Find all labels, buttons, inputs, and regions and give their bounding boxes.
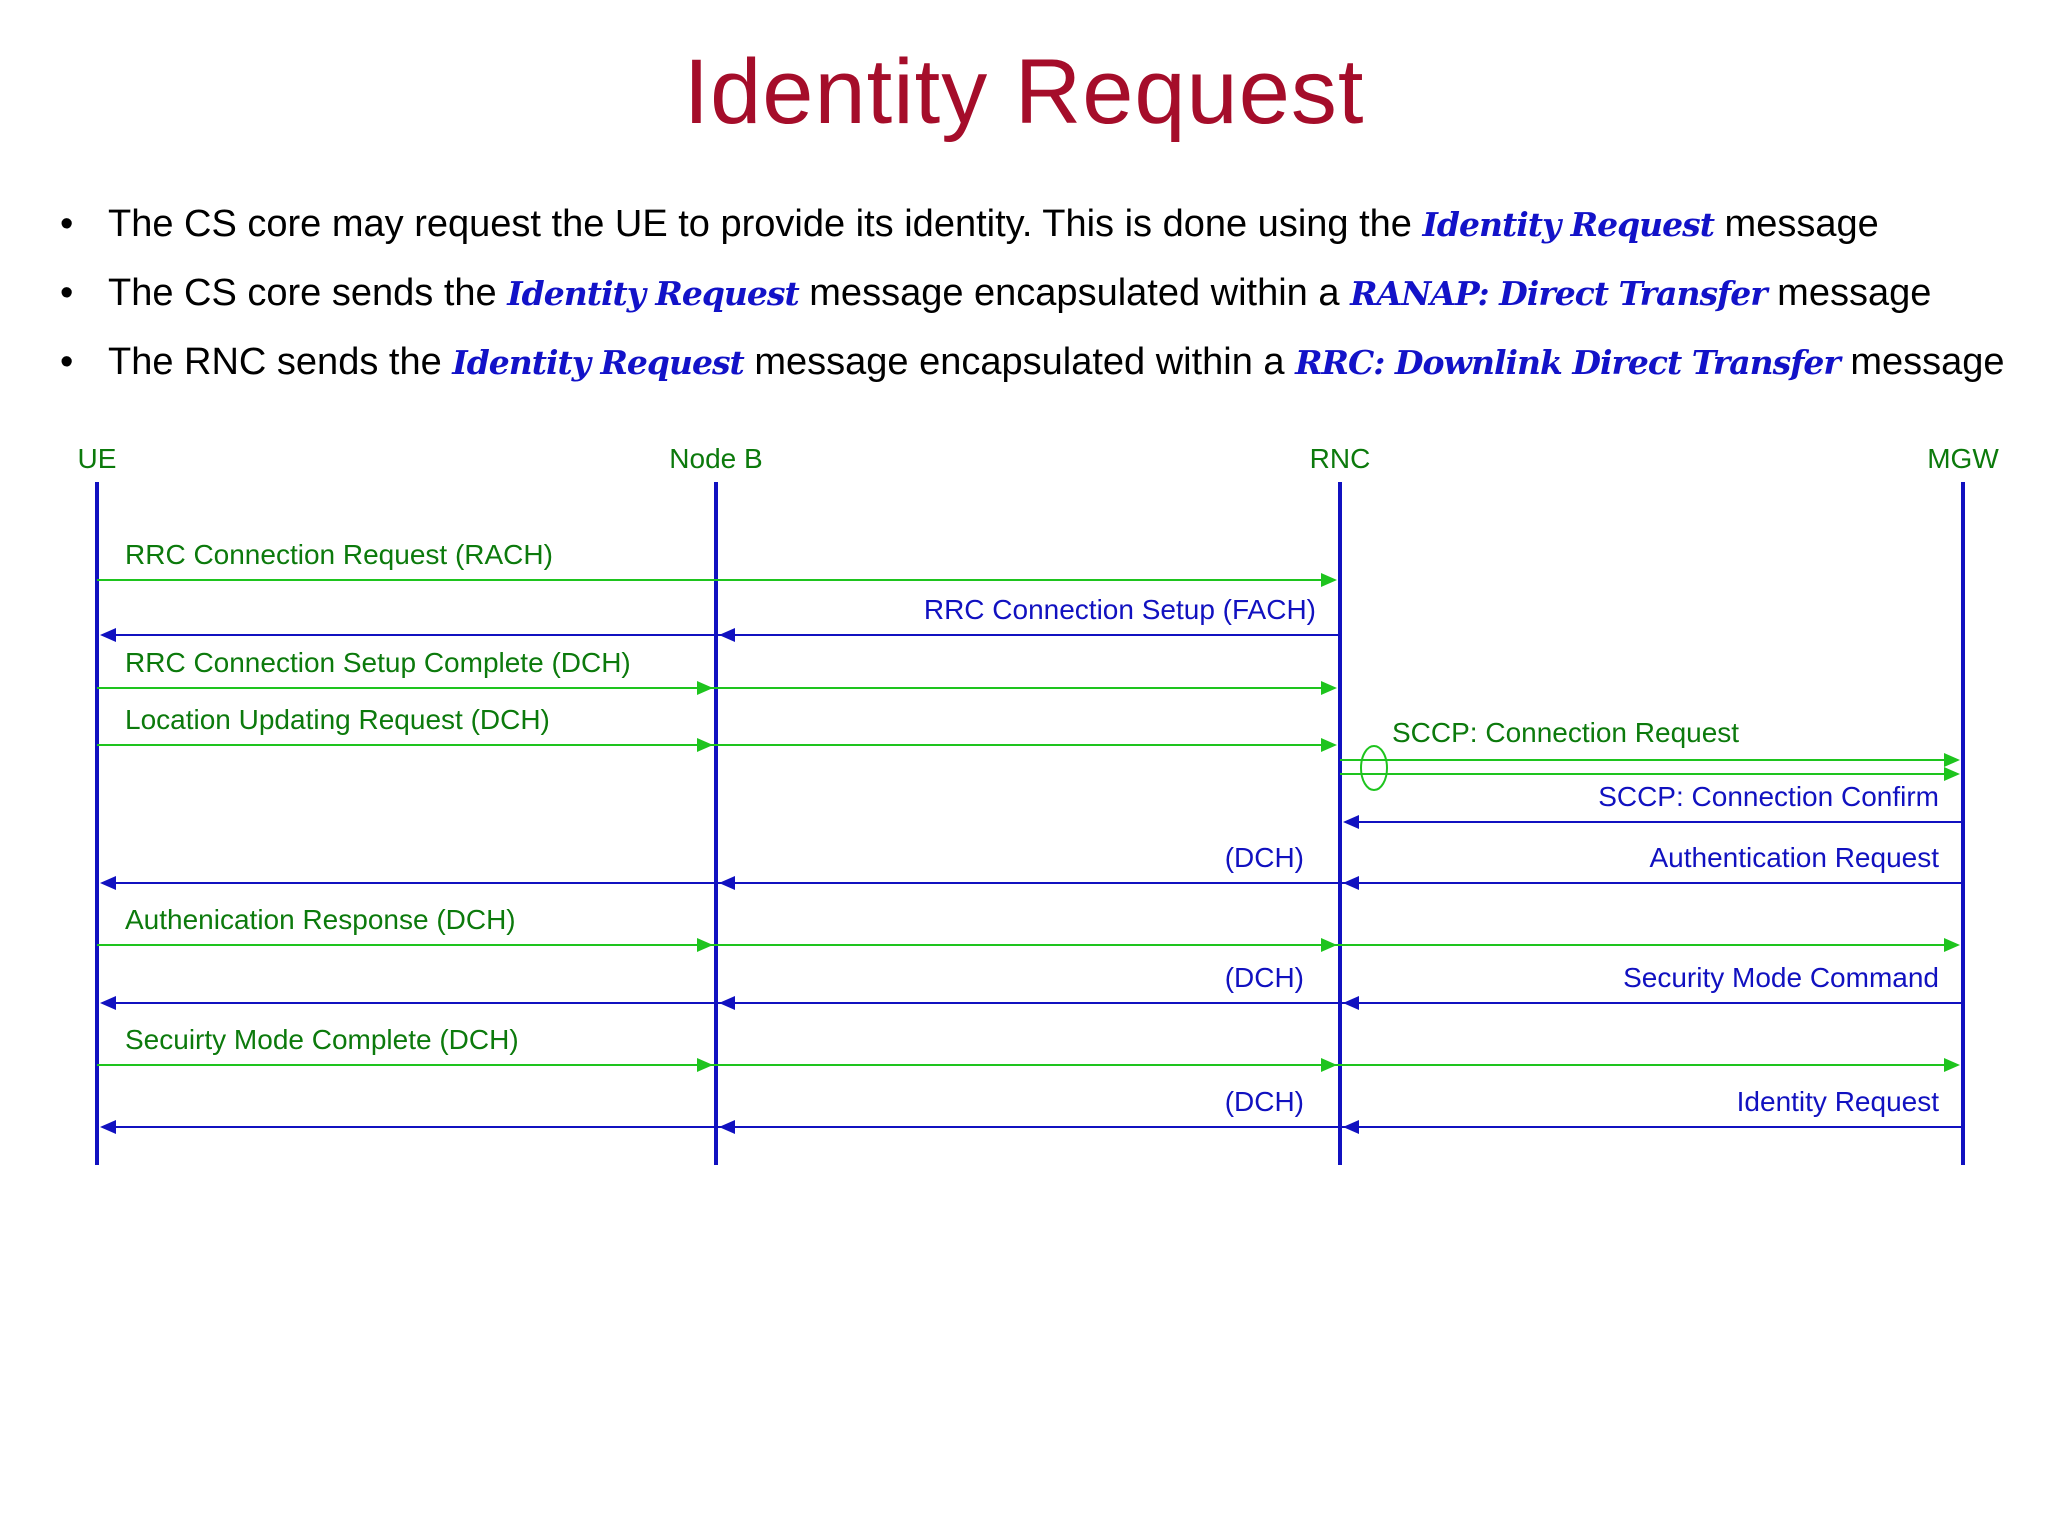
bullet-text: message <box>1850 341 2005 383</box>
node-label: RNC <box>1310 443 1371 474</box>
message-label: SCCP: Connection Confirm <box>1598 781 1939 812</box>
message-name: RANAP: Direct Transfer <box>1350 274 1768 313</box>
bullet-text: message encapsulated within a <box>809 272 1340 314</box>
message-label: SCCP: Connection Request <box>1392 717 1739 748</box>
arrow-head-icon <box>719 876 735 890</box>
bullet-text: The CS core may request the UE to provid… <box>108 203 1412 245</box>
message-label: RRC Connection Request (RACH) <box>125 539 553 570</box>
message-name: Identity Request <box>1422 205 1714 244</box>
channel-label: (DCH) <box>1225 842 1304 873</box>
message-name: Identity Request <box>452 343 744 382</box>
bullet-item: • The CS core may request the UE to prov… <box>60 190 2020 259</box>
arrow-head-icon <box>1321 1058 1337 1072</box>
slide-title: Identity Request <box>683 41 1365 143</box>
arrow-head-icon <box>1944 1058 1960 1072</box>
arrow-head-icon <box>697 938 713 952</box>
arrow-head-icon <box>697 1058 713 1072</box>
bullet-dot-icon: • <box>60 341 74 383</box>
message-label: Security Mode Command <box>1623 962 1939 993</box>
arrow-head-icon <box>1321 573 1337 587</box>
arrow-head-icon <box>1343 1120 1359 1134</box>
arrow-head-icon <box>1343 996 1359 1010</box>
bullet-dot-icon: • <box>60 272 74 314</box>
arrow-head-icon <box>697 738 713 752</box>
arrow-head-icon <box>1343 815 1359 829</box>
arrow-head-icon <box>1944 767 1960 781</box>
message-name: RRC: Downlink Direct Transfer <box>1295 343 1841 382</box>
arrow-head-icon <box>719 628 735 642</box>
arrow-head-icon <box>1944 938 1960 952</box>
bullet-dot-icon: • <box>60 203 74 245</box>
message-label: Secuirty Mode Complete (DCH) <box>125 1024 519 1055</box>
arrow-head-icon <box>719 1120 735 1134</box>
arrow-head-icon <box>1321 681 1337 695</box>
arrow-head-icon <box>1321 738 1337 752</box>
bullet-text: The RNC sends the <box>108 341 442 383</box>
message-label: RRC Connection Setup Complete (DCH) <box>125 647 631 678</box>
arrow-head-icon <box>100 628 116 642</box>
message-name: Identity Request <box>507 274 799 313</box>
bullet-text: message <box>1777 272 1932 314</box>
node-label: UE <box>78 443 117 474</box>
node-label: MGW <box>1927 443 1999 474</box>
message-label: Identity Request <box>1737 1086 1940 1117</box>
node-label: Node B <box>669 443 762 474</box>
arrow-head-icon <box>100 876 116 890</box>
arrow-head-icon <box>100 1120 116 1134</box>
bullet-list: • The CS core may request the UE to prov… <box>60 190 2020 397</box>
bullet-item: • The CS core sends the Identity Request… <box>60 259 2020 328</box>
channel-label: (DCH) <box>1225 962 1304 993</box>
message-label: RRC Connection Setup (FACH) <box>924 594 1316 625</box>
arrow-head-icon <box>697 681 713 695</box>
arrow-head-icon <box>1944 753 1960 767</box>
message-label: Authentication Request <box>1649 842 1939 873</box>
arrow-head-icon <box>1343 876 1359 890</box>
arrow-head-icon <box>1321 938 1337 952</box>
connection-ellipse-icon <box>1360 745 1388 791</box>
message-label: Authenication Response (DCH) <box>125 904 516 935</box>
bullet-text: message encapsulated within a <box>754 341 1285 383</box>
message-label: Location Updating Request (DCH) <box>125 704 550 735</box>
arrow-head-icon <box>719 996 735 1010</box>
bullet-item: • The RNC sends the Identity Request mes… <box>60 328 2020 397</box>
channel-label: (DCH) <box>1225 1086 1304 1117</box>
arrow-head-icon <box>100 996 116 1010</box>
bullet-text: The CS core sends the <box>108 272 497 314</box>
bullet-text: message <box>1724 203 1879 245</box>
